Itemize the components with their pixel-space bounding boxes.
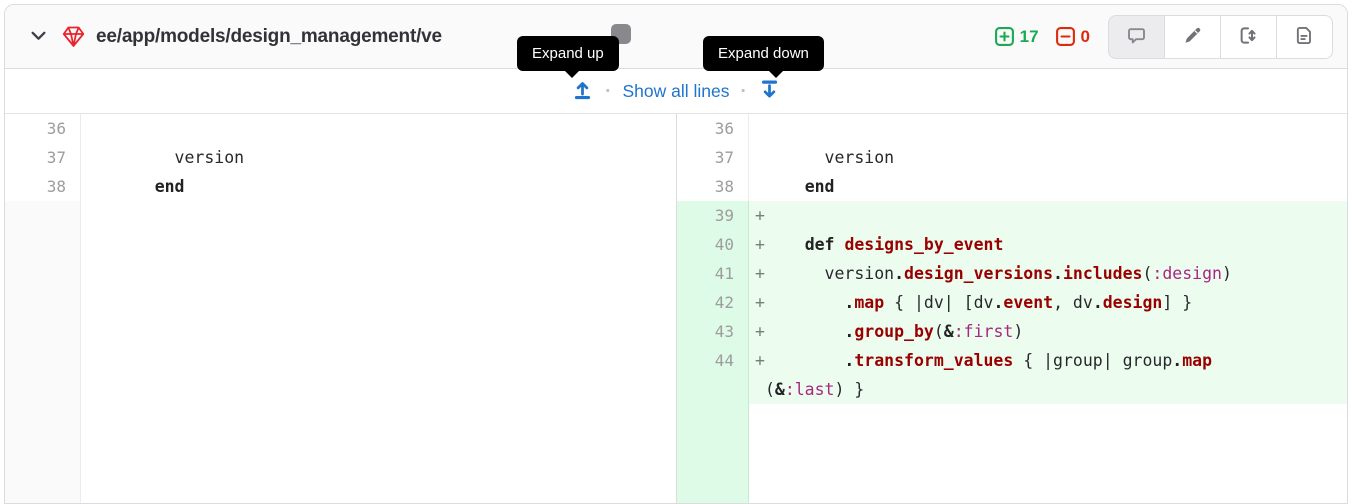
deletions-stat: 0 <box>1055 26 1090 47</box>
diff-file: ee/app/models/design_management/ve 17 0 <box>4 4 1348 504</box>
tooltip-expand-up: Expand up <box>517 36 619 78</box>
line-content <box>81 114 676 143</box>
line-number[interactable]: 36 <box>5 114 81 143</box>
code-line: version.design_versions.includes(:design… <box>764 264 1232 283</box>
gutter-filler <box>5 201 81 503</box>
edit-file-button[interactable] <box>1164 14 1221 59</box>
line-number[interactable]: 42 <box>677 288 749 317</box>
diff-row: 38 end <box>677 172 1347 201</box>
expand-up-icon <box>571 78 594 104</box>
line-content: end <box>749 172 1347 201</box>
line-number[interactable]: 38 <box>5 172 81 201</box>
line-number[interactable]: 44 <box>677 346 749 404</box>
diff-row: 42+ .map { |dv| [dv.event, dv.design] } <box>677 288 1347 317</box>
line-content: + .transform_values { |group| group.map(… <box>749 346 1347 404</box>
expand-lines-bar: · Show all lines · <box>5 69 1347 114</box>
file-path: ee/app/models/design_management/ve <box>96 25 442 47</box>
diff-row: 37 version <box>677 143 1347 172</box>
compare-versions-icon <box>1239 26 1258 48</box>
removed-lines-icon <box>1055 26 1076 47</box>
code-line: version <box>114 148 245 167</box>
diff-marker: + <box>755 322 765 341</box>
compare-versions-button[interactable] <box>1220 14 1277 59</box>
separator-dot: · <box>740 80 747 102</box>
diff-marker <box>105 119 115 138</box>
line-number[interactable]: 37 <box>677 143 749 172</box>
diff-row: 44+ .transform_values { |group| group.ma… <box>677 346 1347 404</box>
document-icon <box>1295 26 1314 48</box>
line-number[interactable]: 40 <box>677 230 749 259</box>
tooltip-text: Expand down <box>718 45 809 62</box>
content-filler <box>81 201 676 503</box>
additions-count: 17 <box>1019 26 1039 46</box>
expand-down-button[interactable] <box>758 78 781 104</box>
diff-marker: + <box>755 351 765 370</box>
diff-row: 43+ .group_by(&:first) <box>677 317 1347 346</box>
line-number[interactable]: 41 <box>677 259 749 288</box>
line-content: + .map { |dv| [dv.event, dv.design] } <box>749 288 1347 317</box>
diff-row: 41+ version.design_versions.includes(:de… <box>677 259 1347 288</box>
diff-row: 39 + <box>677 201 1347 230</box>
added-lines-icon <box>994 26 1015 47</box>
code-line: def designs_by_event <box>804 235 1004 254</box>
collapse-file-button[interactable] <box>23 22 53 52</box>
separator-dot: · <box>605 80 612 102</box>
diff-marker: + <box>755 206 765 225</box>
code-line: version <box>764 148 895 167</box>
gitlab-gem-icon <box>61 24 86 49</box>
diff-row: 40+ def designs_by_event <box>677 230 1347 259</box>
tooltip-text: Expand up <box>532 45 604 62</box>
show-all-lines-link[interactable]: Show all lines <box>622 80 730 101</box>
code-line: end <box>154 177 185 196</box>
expand-down-icon <box>758 78 781 104</box>
line-content: + .group_by(&:first) <box>749 317 1347 346</box>
diff-filler <box>5 201 676 503</box>
diff-row: 36 <box>5 114 676 143</box>
diff-stats: 17 0 <box>994 26 1090 47</box>
code-line: .map { |dv| [dv.event, dv.design] } <box>844 293 1193 312</box>
line-number[interactable]: 43 <box>677 317 749 346</box>
pencil-icon <box>1183 26 1202 48</box>
diff-marker: + <box>755 235 765 254</box>
additions-stat: 17 <box>994 26 1039 47</box>
toggle-comments-button[interactable] <box>1108 14 1165 59</box>
line-number[interactable]: 38 <box>677 172 749 201</box>
diff-marker <box>755 148 765 167</box>
code-line: .transform_values { |group| group.map(&:… <box>764 351 1213 399</box>
code-line: end <box>804 177 835 196</box>
diff-marker <box>105 148 115 167</box>
line-content <box>749 114 1347 143</box>
tooltip-arrow <box>565 71 579 78</box>
line-content: + def designs_by_event <box>749 230 1347 259</box>
diff-marker <box>105 177 115 196</box>
line-content: version <box>749 143 1347 172</box>
diff-file-header: ee/app/models/design_management/ve 17 0 <box>5 5 1347 69</box>
tooltip-expand-down: Expand down <box>703 36 824 78</box>
diff-marker: + <box>755 293 765 312</box>
line-number[interactable]: 39 <box>677 201 749 230</box>
line-number[interactable]: 36 <box>677 114 749 143</box>
file-actions-group <box>1108 14 1333 59</box>
view-file-button[interactable] <box>1276 14 1333 59</box>
diff-marker <box>755 119 765 138</box>
expand-up-button[interactable] <box>571 78 594 104</box>
chevron-down-icon <box>30 27 47 47</box>
line-content: + version.design_versions.includes(:desi… <box>749 259 1347 288</box>
tooltip-arrow <box>769 71 783 78</box>
diff-row: 38 end <box>5 172 676 201</box>
code-line: .group_by(&:first) <box>844 322 1024 341</box>
diff-row: 36 <box>677 114 1347 143</box>
line-content: + <box>749 201 1347 230</box>
comment-icon <box>1127 26 1146 48</box>
line-number[interactable]: 37 <box>5 143 81 172</box>
line-content: end <box>81 172 676 201</box>
line-content: version <box>81 143 676 172</box>
diff-marker: + <box>755 264 765 283</box>
deletions-count: 0 <box>1080 26 1090 46</box>
diff-marker <box>755 177 765 196</box>
diff-row: 37 version <box>5 143 676 172</box>
